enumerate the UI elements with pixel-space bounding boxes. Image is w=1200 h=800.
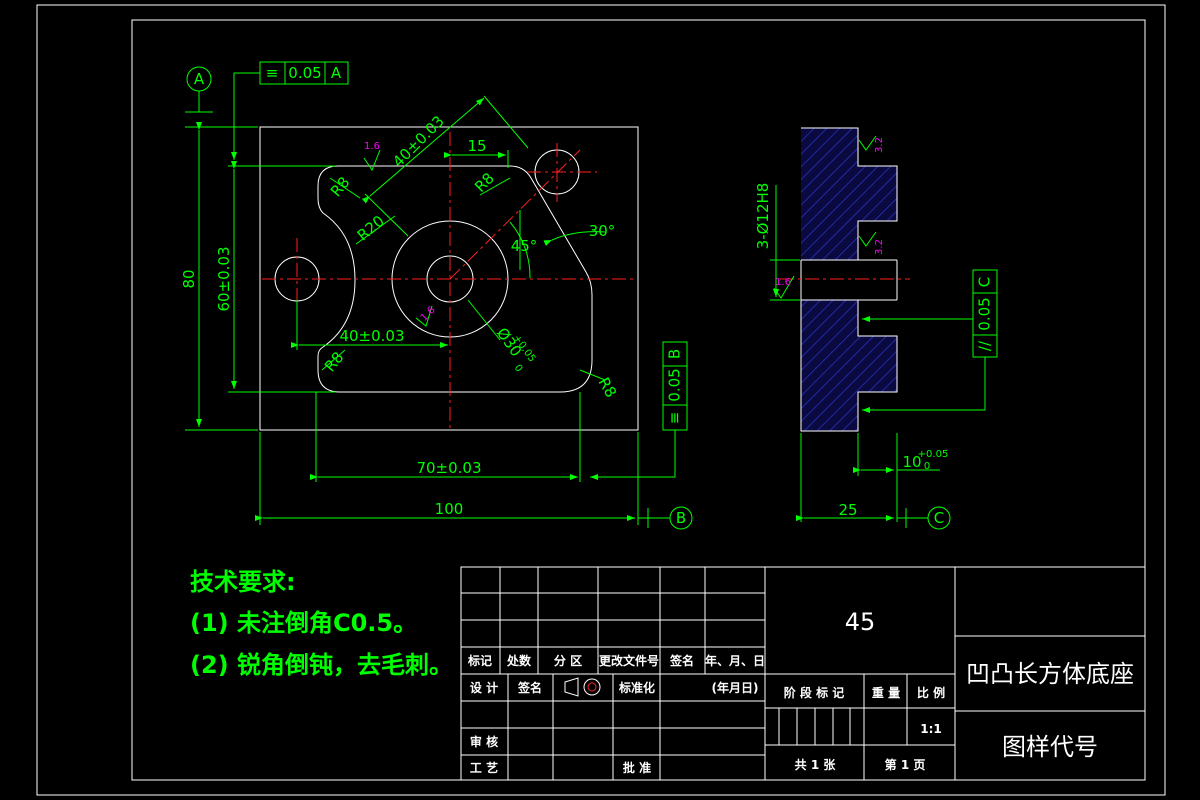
fcf-right-symbol: ≡ xyxy=(666,412,684,425)
dim-r20: R20 xyxy=(354,212,388,245)
tb-chushu: 处数 xyxy=(506,653,532,668)
tb-drawing-no: 图样代号 xyxy=(1002,733,1098,761)
fcf-right-value: 0.05 xyxy=(666,368,684,401)
projection-symbol-cone xyxy=(564,677,579,697)
tb-material: 45 xyxy=(845,608,876,636)
dim-r8-c: R8 xyxy=(321,348,348,375)
side-roughness-3: 1.6 xyxy=(775,277,791,288)
dim-side-25: 25 xyxy=(838,501,857,519)
datum-b: B xyxy=(647,506,693,530)
side-view-outline xyxy=(800,127,898,432)
fcf-right-datum: B xyxy=(666,349,684,359)
dim-r8-a: R8 xyxy=(327,173,354,200)
notes-line-1: (1) 未注倒角C0.5。 xyxy=(190,609,417,637)
tb-biaozhunhua: 标准化 xyxy=(618,680,655,695)
tb-qianming: 签名 xyxy=(517,680,542,695)
tb-bili: 比 例 xyxy=(917,685,945,700)
tb-nianyueri-head: 年、月、日 xyxy=(705,653,765,668)
tb-gong: 共 1 张 xyxy=(795,757,837,772)
fcf-side: C 0.05 // xyxy=(862,269,998,413)
notes-heading: 技术要求: xyxy=(190,568,296,596)
tb-qianming-head: 签名 xyxy=(669,653,694,668)
side-roughness-mark-2 xyxy=(858,231,877,247)
tb-biaoji: 标记 xyxy=(467,653,492,668)
dim-dia30-tol-lower: 0 xyxy=(512,363,525,375)
tb-scale: 1:1 xyxy=(920,722,942,736)
tb-pizhun: 批 准 xyxy=(623,760,651,775)
fcf-side-datum: C xyxy=(976,277,994,287)
fcf-top-value: 0.05 xyxy=(288,64,321,82)
dim-side-10: 10 xyxy=(902,453,921,471)
fcf-top: ≡ 0.05 A xyxy=(231,61,349,160)
projection-symbol-circle-inner xyxy=(587,682,597,692)
tb-nianyueri: (年月日) xyxy=(712,680,759,695)
fcf-side-symbol: // xyxy=(976,340,994,351)
dim-angle-30: 30° xyxy=(589,222,616,240)
tb-jieduan: 阶 段 标 记 xyxy=(784,685,845,700)
datum-c: C xyxy=(905,506,951,530)
fcf-right: B 0.05 ≡ xyxy=(590,341,688,480)
datum-b-label: B xyxy=(676,509,686,527)
fcf-top-symbol: ≡ xyxy=(266,64,279,82)
roughness-2-label: 1.6 xyxy=(419,305,438,324)
dim-40-horizontal: 40±0.03 xyxy=(339,327,404,345)
dim-15: 15 xyxy=(467,137,486,155)
boss-profile xyxy=(317,165,593,393)
tb-sheji: 设 计 xyxy=(470,680,498,695)
tb-di: 第 1 页 xyxy=(885,757,926,772)
dim-side-10-tol-upper: +0.05 xyxy=(918,449,949,460)
notes-line-2: (2) 锐角倒钝，去毛刺。 xyxy=(190,651,453,679)
dim-side-10-tol-lower: 0 xyxy=(924,461,930,472)
side-roughness-2: 3.2 xyxy=(874,239,885,255)
tb-shenhe: 审 核 xyxy=(470,734,498,749)
dim-r8-b: R8 xyxy=(471,169,498,196)
datum-c-label: C xyxy=(934,509,944,527)
dim-r8-d: R8 xyxy=(595,374,621,400)
side-roughness-1: 3.2 xyxy=(874,137,885,153)
tb-part-name: 凹凸长方体底座 xyxy=(966,660,1134,688)
centerline-diagonal xyxy=(449,149,581,280)
dim-angle-45: 45° xyxy=(511,237,538,255)
dim-70: 70±0.03 xyxy=(416,459,481,477)
side-view: 25 10 +0.05 0 3-Ø12H8 3.2 3.2 1.6 C 0.05… xyxy=(754,127,998,530)
dimension-lines xyxy=(185,95,660,525)
tb-zhongliang: 重 量 xyxy=(872,685,900,700)
datum-a-label: A xyxy=(194,70,205,88)
fcf-side-value: 0.05 xyxy=(976,297,994,330)
roughness-mark-2 xyxy=(415,305,433,327)
dim-60: 60±0.03 xyxy=(215,246,233,311)
roughness-1-label: 1.6 xyxy=(364,141,380,152)
tb-genggai: 更改文件号 xyxy=(599,653,659,668)
dim-holes: 3-Ø12H8 xyxy=(754,183,772,250)
datum-a: A xyxy=(185,66,213,113)
technical-notes: 技术要求: (1) 未注倒角C0.5。 (2) 锐角倒钝，去毛刺。 xyxy=(190,568,453,679)
dim-40-diagonal: 40±0.03 xyxy=(389,112,448,171)
title-block: 标记 处数 分 区 更改文件号 签名 年、月、日 设 计 签名 标准化 (年月日… xyxy=(460,566,1146,781)
tb-fenqu: 分 区 xyxy=(554,653,582,668)
side-section-hatch xyxy=(801,128,897,431)
roughness-mark-1 xyxy=(363,149,381,172)
side-roughness-mark-3 xyxy=(773,275,795,299)
front-view: A ≡ 0.05 A B 0.05 ≡ B xyxy=(180,61,693,530)
dim-80: 80 xyxy=(180,269,198,288)
side-roughness-mark-1 xyxy=(858,135,877,151)
dim-width-100: 100 xyxy=(435,500,464,518)
tb-gongyi: 工 艺 xyxy=(470,760,498,775)
fcf-top-datum: A xyxy=(331,64,342,82)
projection-symbol-circle-outer xyxy=(583,678,601,696)
outer-border xyxy=(36,4,1166,796)
